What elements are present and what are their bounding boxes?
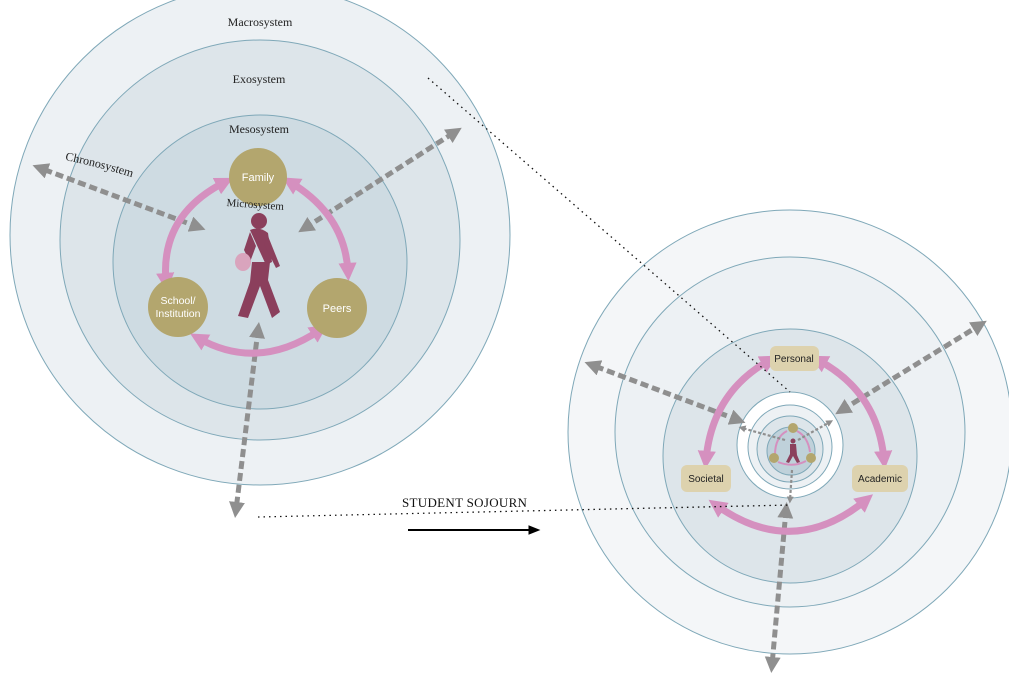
- node-peers: Peers: [307, 278, 367, 338]
- dotted-connector-bottom: [257, 504, 791, 518]
- pink-arrow-family-school: [156, 177, 234, 292]
- node-societal: Societal: [681, 465, 731, 492]
- right-pink-arrow-personal-academic: [809, 355, 893, 470]
- student-figure-icon: [235, 213, 280, 318]
- left-model: Macrosystem Exosystem Mesosystem Chronos…: [9, 0, 511, 518]
- right-gray-arrow-down: [764, 502, 794, 673]
- societal-label: Societal: [688, 474, 724, 485]
- exosystem-label: Exosystem: [233, 72, 286, 86]
- macrosystem-label: Macrosystem: [228, 15, 293, 29]
- microsystem-label: Microsystem: [226, 197, 285, 213]
- right-model: Personal Societal Academic: [567, 209, 1009, 673]
- family-label: Family: [242, 172, 275, 184]
- node-school: School/ Institution: [148, 277, 208, 337]
- pink-arrow-school-peers: [190, 324, 328, 357]
- gray-arrow-down: [229, 322, 265, 518]
- node-personal: Personal: [770, 346, 819, 371]
- school-label-line2: Institution: [156, 308, 201, 320]
- node-academic: Academic: [852, 465, 908, 492]
- right-pink-arrow-societal-academic: [708, 494, 874, 535]
- peers-label: Peers: [323, 303, 352, 315]
- pink-arrow-family-peers: [282, 177, 357, 282]
- academic-label: Academic: [858, 474, 902, 485]
- node-family: Family: [229, 148, 287, 206]
- student-sojourn-label: STUDENT SOJOURN: [402, 495, 528, 510]
- mesosystem-label: Mesosystem: [229, 122, 290, 136]
- personal-label: Personal: [774, 354, 813, 365]
- school-label-line1: School/: [160, 295, 195, 307]
- right-pink-arrow-personal-societal: [697, 355, 778, 470]
